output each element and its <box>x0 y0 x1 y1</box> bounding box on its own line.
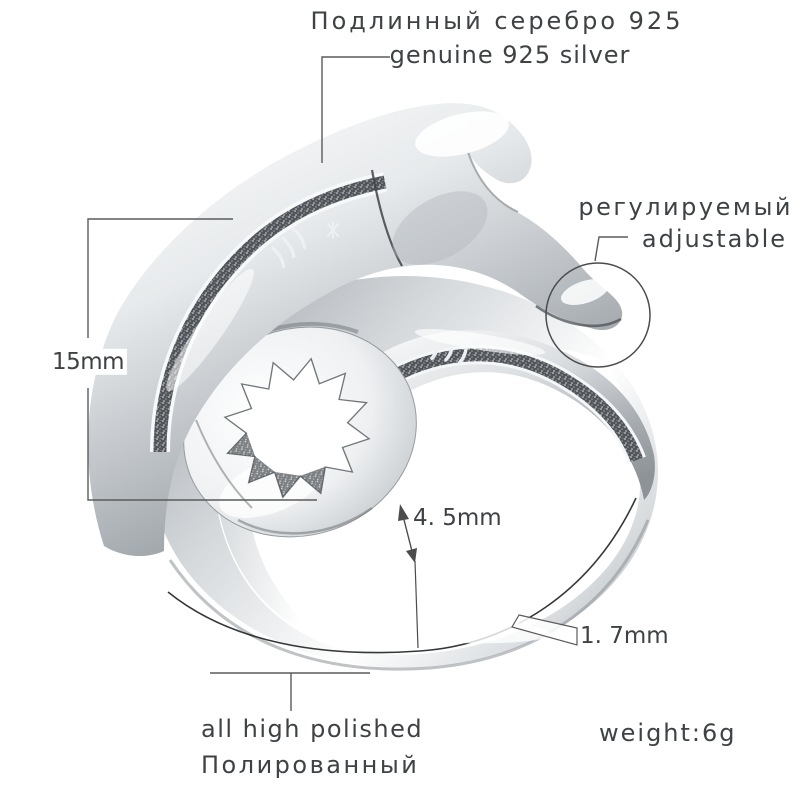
dimension-band-width: 4. 5mm <box>413 504 502 531</box>
dimension-inner-width: 15mm <box>48 348 128 376</box>
material-label-en: genuine 925 silver <box>389 41 631 69</box>
engraved-strip-lower <box>364 348 644 463</box>
weight-label: weight:6g <box>599 719 737 747</box>
finish-label-en: all high polished <box>201 715 424 743</box>
star-stamp <box>327 221 339 239</box>
material-label-ru: Подлинный серебро 925 <box>310 7 684 35</box>
band-inner-edge <box>167 497 637 654</box>
adjustable-label-ru: регулируемый <box>578 193 793 221</box>
adjustable-label-en: adjustable <box>641 225 787 253</box>
middle-band <box>330 328 655 500</box>
dimension-thickness: 1. 7mm <box>580 622 669 649</box>
finish-label-ru: Полированный <box>201 751 420 779</box>
open-end-head <box>88 103 623 557</box>
